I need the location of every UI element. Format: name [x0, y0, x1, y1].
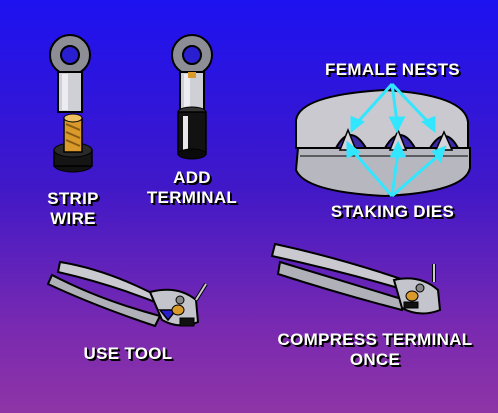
crimp-tool-closed-icon [270, 242, 442, 315]
compress-terminal-label: COMPRESS TERMINAL ONCE [260, 330, 490, 370]
die-arrows-icon [346, 140, 447, 198]
staking-dies-label: STAKING DIES [330, 202, 455, 221]
add-terminal-label: ADD TERMINAL [137, 168, 247, 208]
compress-line1: COMPRESS TERMINAL [277, 330, 473, 349]
add-terminal-line1: ADD [173, 168, 211, 187]
stripped-wire-icon [53, 113, 93, 173]
crimp-tool-open-icon [46, 260, 208, 328]
use-tool-label: USE TOOL [83, 344, 173, 363]
compress-line2: ONCE [349, 350, 401, 369]
lower-die-icon [294, 147, 471, 198]
nest-arrows-icon [350, 82, 436, 134]
strip-wire-label: STRIP WIRE [38, 189, 108, 229]
strip-wire-line2: WIRE [50, 209, 96, 228]
female-nests-label: FEMALE NESTS [325, 60, 460, 79]
strip-wire-line1: STRIP [47, 189, 99, 208]
add-terminal-line2: TERMINAL [146, 188, 238, 207]
ring-terminal-icon [49, 34, 91, 113]
terminal-on-wire-icon [171, 34, 213, 160]
